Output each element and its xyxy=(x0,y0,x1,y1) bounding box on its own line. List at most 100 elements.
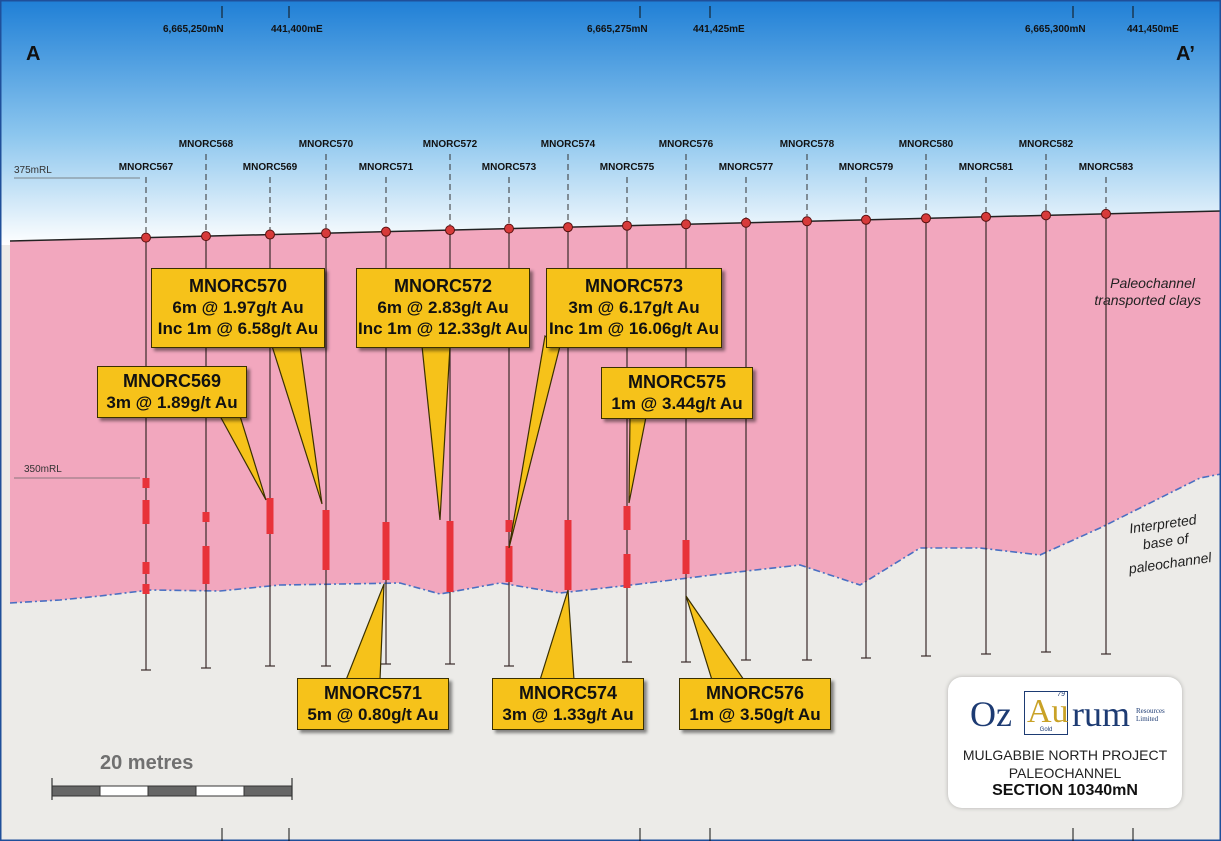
drillhole: MNORC577 xyxy=(719,162,774,661)
drillhole-label: MNORC578 xyxy=(780,139,835,150)
gold-intercept xyxy=(505,520,513,532)
callout-hole-id: MNORC572 xyxy=(393,276,493,297)
drillhole-collar xyxy=(504,223,514,234)
drillhole-label: MNORC582 xyxy=(1019,139,1074,150)
drillhole-collar xyxy=(681,219,691,230)
drillhole-label: MNORC572 xyxy=(423,139,478,150)
drillhole-label: MNORC583 xyxy=(1079,162,1134,173)
callout-hole-id: MNORC573 xyxy=(584,276,684,297)
drillhole: MNORC570 xyxy=(299,139,354,667)
drillhole-collar xyxy=(1101,208,1111,219)
drillhole: MNORC582 xyxy=(1019,139,1074,653)
coord-east-3: 441,450mE xyxy=(1127,24,1179,35)
drillhole-label: MNORC567 xyxy=(119,162,174,173)
project-name: MULGABBIE NORTH PROJECT xyxy=(962,747,1168,763)
callout-intercept-text: 5m @ 0.80g/t Au xyxy=(307,704,439,724)
drillhole: MNORC567 xyxy=(119,162,174,671)
coord-north-2: 6,665,275mN xyxy=(587,24,648,35)
drillhole-collar xyxy=(445,225,455,236)
rl-350-label: 350mRL xyxy=(24,464,62,475)
gold-intercept xyxy=(322,510,330,570)
gold-intercept xyxy=(142,584,150,594)
grid-ticks xyxy=(221,6,1134,841)
gold-intercept xyxy=(446,521,454,592)
logo-au-text: Au xyxy=(1027,693,1069,730)
drillhole: MNORC581 xyxy=(959,162,1014,655)
logo-oz-text: Oz xyxy=(970,694,1012,734)
drillhole: MNORC579 xyxy=(839,162,894,659)
drillhole-label: MNORC570 xyxy=(299,139,354,150)
gold-intercept xyxy=(202,512,210,522)
section-end-a: A xyxy=(26,43,40,65)
drillhole-label: MNORC571 xyxy=(359,162,414,173)
coord-east-1: 441,400mE xyxy=(271,24,323,35)
drillhole-label: MNORC574 xyxy=(541,139,596,150)
gold-intercept xyxy=(142,562,150,574)
scale-bar xyxy=(51,778,293,800)
rl-375-label: 375mRL xyxy=(14,165,52,176)
gold-intercept xyxy=(142,478,150,488)
base-label-2: base of xyxy=(1142,530,1192,553)
callout-hole-id: MNORC569 xyxy=(122,370,222,391)
gold-intercept xyxy=(682,540,690,574)
logo-au-box: Au 79 Gold xyxy=(1024,691,1069,735)
callout-hole-id: MNORC570 xyxy=(188,276,288,297)
sky-area xyxy=(0,0,1221,245)
drillhole-label: MNORC573 xyxy=(482,162,537,173)
callout-intercept-text: 3m @ 1.33g/t Au xyxy=(502,704,634,724)
drillhole-collar xyxy=(321,228,331,239)
callout-intercept-text: Inc 1m @ 12.33g/t Au xyxy=(358,318,528,338)
coord-north-3: 6,665,300mN xyxy=(1025,24,1086,35)
callout-intercept-text: Inc 1m @ 6.58g/t Au xyxy=(157,318,319,338)
drillhole-label: MNORC580 xyxy=(899,139,954,150)
logo-rum-text: rum xyxy=(1072,694,1130,734)
drillhole-collar xyxy=(141,232,151,243)
gold-intercept xyxy=(142,500,150,524)
scale-bar-label: 20 metres xyxy=(100,752,194,774)
logo-limited: Limited xyxy=(1136,715,1159,723)
drillholes-layer: MNORC567MNORC568MNORC569MNORC570MNORC571… xyxy=(119,139,1134,671)
drillhole-collar xyxy=(741,217,751,228)
callout-intercept-text: 1m @ 3.50g/t Au xyxy=(689,704,821,724)
callout-intercept-text: 6m @ 2.83g/t Au xyxy=(377,298,509,318)
callout-intercept-text: 1m @ 3.44g/t Au xyxy=(611,393,743,413)
gold-intercept xyxy=(623,506,631,530)
coord-east-2: 441,425mE xyxy=(693,24,745,35)
callout-hole-id: MNORC576 xyxy=(705,682,805,703)
drillhole-collar xyxy=(563,222,573,233)
drillhole-collar xyxy=(381,226,391,237)
callout-intercept-text: 3m @ 6.17g/t Au xyxy=(568,298,700,318)
gold-intercept xyxy=(564,520,572,590)
logo-gold: Gold xyxy=(1039,727,1053,733)
drillhole-label: MNORC581 xyxy=(959,162,1014,173)
drillhole-collar xyxy=(802,216,812,227)
logo-resources: Resources xyxy=(1136,707,1165,715)
drillhole-label: MNORC579 xyxy=(839,162,894,173)
drillhole-collar xyxy=(861,214,871,225)
callout-intercept-text: 6m @ 1.97g/t Au xyxy=(172,298,304,318)
logo-number: 79 xyxy=(1057,691,1065,698)
drillhole-label: MNORC568 xyxy=(179,139,234,150)
callout-hole-id: MNORC575 xyxy=(627,371,727,392)
paleochannel-label-1: Paleochannel xyxy=(1110,275,1196,291)
drillhole: MNORC583 xyxy=(1079,162,1134,655)
drillhole-collar xyxy=(622,220,632,231)
callout-hole-id: MNORC571 xyxy=(323,682,423,703)
drillhole-collar xyxy=(1041,210,1051,221)
drillhole-collar xyxy=(921,213,931,224)
gold-intercept xyxy=(202,546,210,584)
drillhole-label: MNORC577 xyxy=(719,162,774,173)
coord-north-1: 6,665,250mN xyxy=(163,24,224,35)
callout-hole-id: MNORC574 xyxy=(518,682,618,703)
